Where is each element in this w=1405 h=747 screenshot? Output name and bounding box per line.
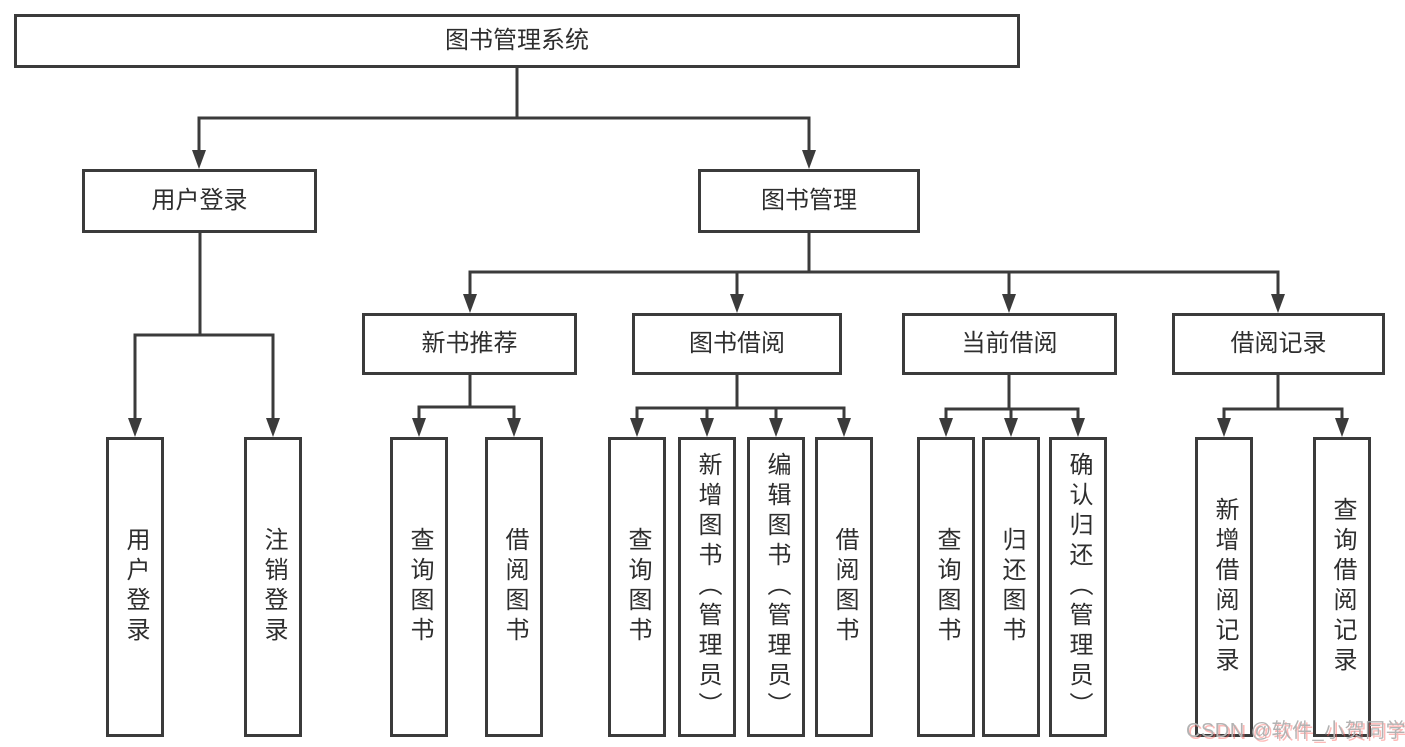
leaf-query-books-borrow: 查询图书 — [608, 437, 666, 737]
leaf-user-login: 用户登录 — [106, 437, 164, 737]
arrow-down-icon — [730, 294, 744, 313]
arrow-down-icon — [837, 418, 851, 437]
watermark-text: CSDN @软件_小贺同学 — [1186, 720, 1405, 742]
arrow-down-icon — [1217, 418, 1231, 437]
connector-new-book-to-leaves — [412, 375, 521, 437]
leaf-query-books-recommend: 查询图书 — [390, 437, 448, 737]
connector-current-borrow-to-leaves — [939, 375, 1085, 437]
node-borrowing-records: 借阅记录 — [1172, 313, 1385, 375]
arrow-down-icon — [1002, 294, 1016, 313]
arrow-down-icon — [192, 150, 206, 169]
leaf-add-book-admin: 新增图书（管理员） — [678, 437, 736, 737]
node-book-management: 图书管理 — [698, 169, 920, 233]
node-new-book-recommendation: 新书推荐 — [362, 313, 577, 375]
leaf-add-borrow-record: 新增借阅记录 — [1195, 437, 1253, 737]
leaf-confirm-return-admin: 确认归还（管理员） — [1049, 437, 1107, 737]
leaf-query-borrow-record: 查询借阅记录 — [1313, 437, 1371, 737]
arrow-down-icon — [769, 418, 783, 437]
arrow-down-icon — [412, 418, 426, 437]
node-library-management-system: 图书管理系统 — [14, 14, 1020, 68]
arrow-down-icon — [802, 150, 816, 169]
leaf-edit-book-admin: 编辑图书（管理员） — [747, 437, 805, 737]
arrow-down-icon — [1004, 418, 1018, 437]
arrow-down-icon — [1271, 294, 1285, 313]
node-current-borrowing: 当前借阅 — [902, 313, 1117, 375]
leaf-return-books: 归还图书 — [982, 437, 1040, 737]
arrow-down-icon — [630, 418, 644, 437]
arrow-down-icon — [266, 418, 280, 437]
node-book-borrowing: 图书借阅 — [632, 313, 842, 375]
arrow-down-icon — [128, 418, 142, 437]
leaf-borrow-books-recommend: 借阅图书 — [485, 437, 543, 737]
node-user-login: 用户登录 — [82, 169, 317, 233]
connector-book-management-to-level3 — [463, 233, 1285, 313]
leaf-logout-login: 注销登录 — [244, 437, 302, 737]
arrow-down-icon — [463, 294, 477, 313]
arrow-down-icon — [700, 418, 714, 437]
arrow-down-icon — [939, 418, 953, 437]
leaf-query-books-current: 查询图书 — [917, 437, 975, 737]
arrow-down-icon — [507, 418, 521, 437]
arrow-down-icon — [1071, 418, 1085, 437]
leaf-borrow-books: 借阅图书 — [815, 437, 873, 737]
connector-borrow-records-to-leaves — [1217, 375, 1349, 437]
connector-book-borrow-to-leaves — [630, 375, 851, 437]
connector-user-login-to-leaves — [128, 233, 280, 437]
arrow-down-icon — [1335, 418, 1349, 437]
connector-root-to-level2 — [192, 68, 816, 169]
